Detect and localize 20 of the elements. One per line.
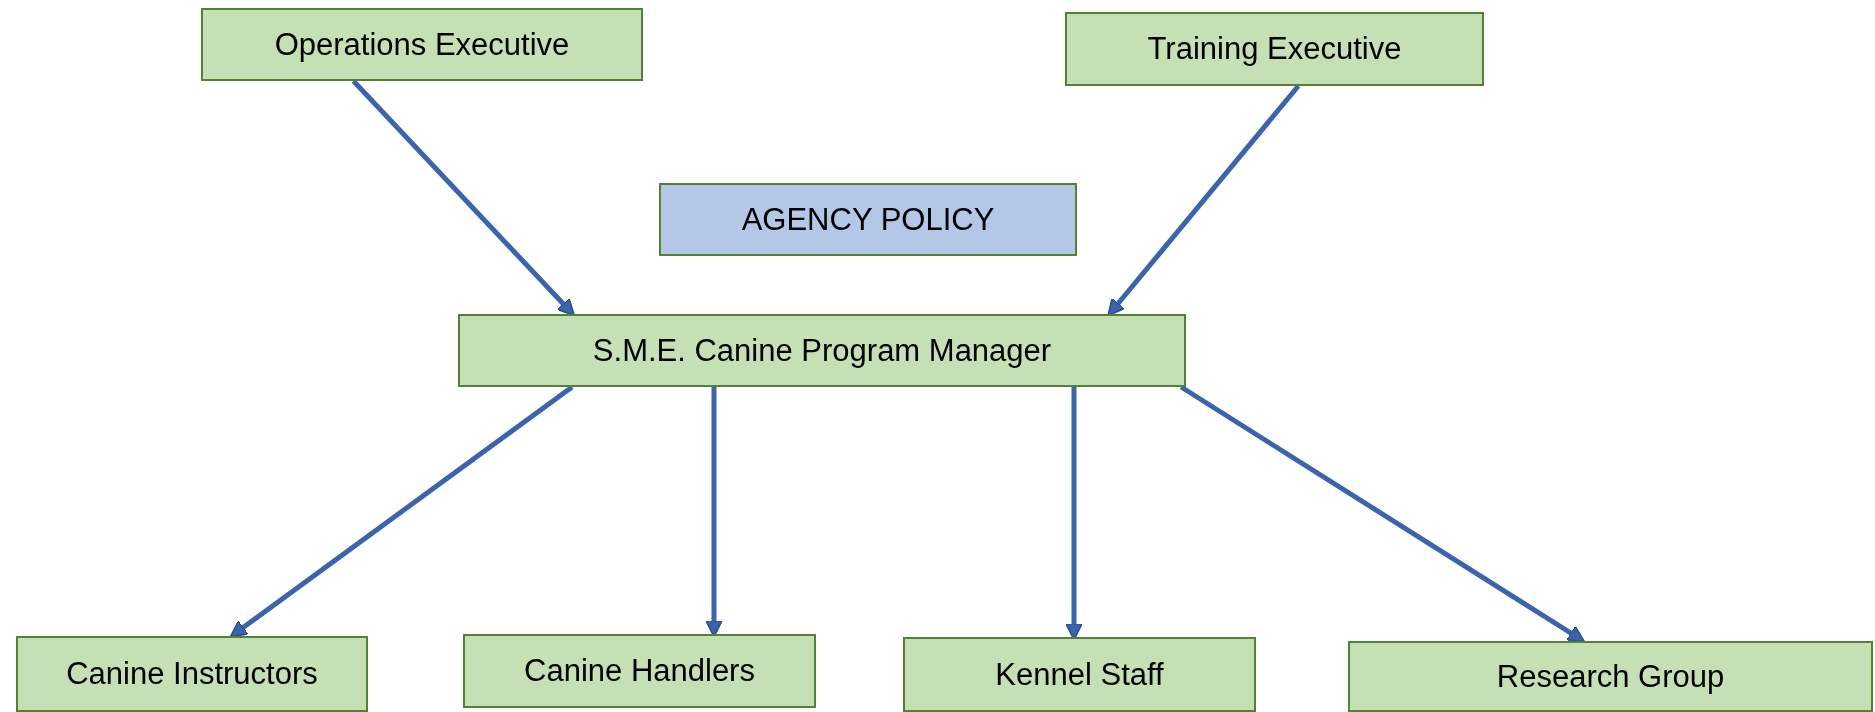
box-label: Operations Executive (274, 26, 570, 63)
role-box (903, 637, 1256, 712)
box-label: Training Executive (1147, 31, 1402, 67)
policy-box (659, 183, 1077, 256)
arrow (229, 385, 574, 638)
arrow (351, 79, 575, 317)
arrow (1179, 384, 1586, 643)
role-box (1348, 641, 1873, 712)
box-label: Research Group (1496, 658, 1725, 695)
role-box (16, 636, 368, 712)
role-box (1065, 12, 1484, 86)
role-box (458, 314, 1186, 387)
box-label: S.M.E. Canine Program Manager (592, 332, 1052, 369)
box-label: AGENCY POLICY (741, 201, 995, 238)
arrow (1107, 84, 1301, 317)
role-box (463, 634, 816, 708)
box-label: Kennel Staff (995, 656, 1164, 693)
role-box (201, 8, 643, 81)
box-label: Canine Handlers (524, 653, 755, 689)
box-label: Canine Instructors (66, 656, 318, 692)
